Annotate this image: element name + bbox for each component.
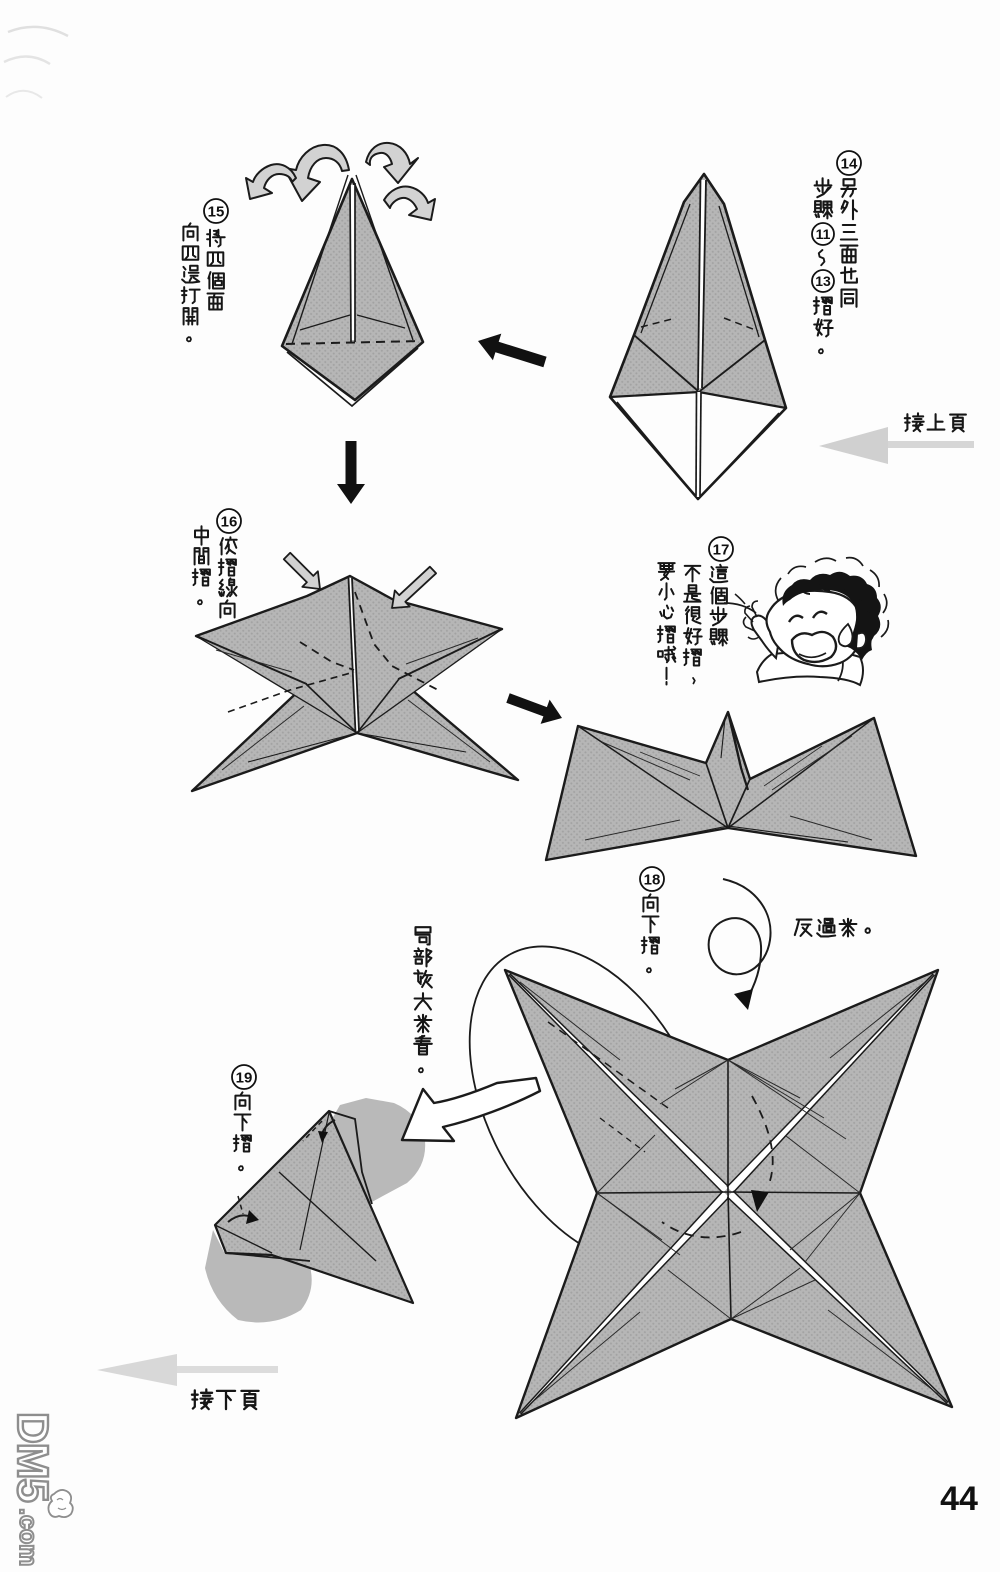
svg-text:44: 44	[940, 1480, 978, 1518]
svg-text:.com: .com	[14, 1508, 42, 1566]
svg-text:15: 15	[208, 203, 225, 220]
svg-text:13: 13	[815, 273, 831, 289]
svg-text:19: 19	[236, 1069, 253, 1086]
svg-text:14: 14	[841, 155, 858, 172]
svg-text:17: 17	[713, 541, 730, 558]
svg-text:DM5: DM5	[8, 1412, 57, 1502]
svg-text:16: 16	[221, 513, 238, 530]
svg-text:18: 18	[644, 871, 661, 888]
svg-text:11: 11	[816, 226, 831, 242]
